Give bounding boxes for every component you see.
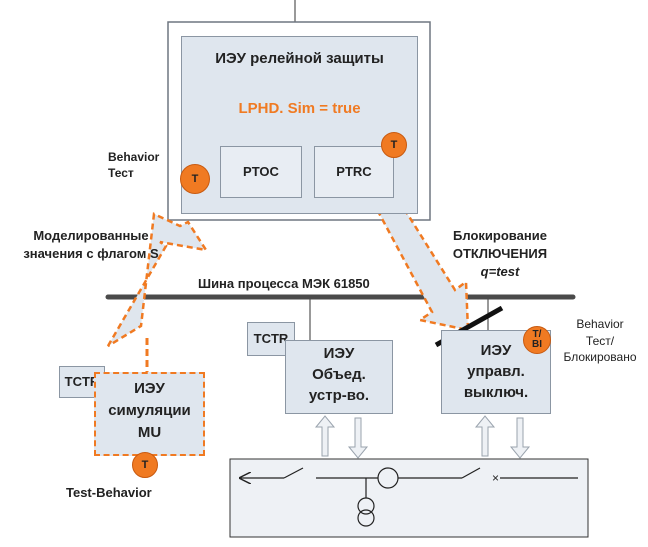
primary-equipment-box [229,458,589,538]
process-bus-label: Шина процесса МЭК 61850 [198,276,370,291]
ptoc-label: PTOC [243,164,279,179]
disconnector-switch [283,467,304,479]
breaker-up-arrow [474,415,496,457]
ptrc-box [314,146,394,198]
breaker-down-arrow [509,417,531,459]
breaker-cross-icon: × [492,471,499,485]
circuit-breaker-switch [461,467,481,479]
voltage-transformer-icon-bottom [357,509,375,527]
mu-up-arrow [314,415,336,457]
behavior-blocked-line1: Behavior [576,317,624,331]
mu-down-arrow [347,417,369,459]
behavior-label: Behavior [108,150,160,164]
sim-ied-line1: ИЭУ [134,380,165,397]
behavior-blocked-line3: Блокировано [563,350,637,364]
relay-ied-title: ИЭУ релейной защиты [215,50,384,67]
breaker-ied-line1: ИЭУ [480,342,512,359]
badge-line2: BI [532,339,542,350]
simulated-values-line2: значения с флагом S [23,246,159,261]
trip-blocking-line2: ОТКЛЮЧЕНИЯ [452,246,548,261]
test-behavior-label: Test-Behavior [66,485,152,500]
behavior-test-label: Тест [108,166,134,180]
merging-unit-ied-box [285,340,393,414]
behavior-blocked-line2: Тест/ [585,334,615,348]
breaker-ied-box [441,330,551,414]
lphd-sim-label: LPHD. Sim = true [238,100,361,117]
mu-ied-line1: ИЭУ [323,345,355,362]
sim-ied-line3: MU [137,424,162,441]
mu-ied-line2: Объед. [312,366,366,383]
sim-test-badge: T [132,452,158,478]
simulated-values-arrow [106,212,209,348]
simulation-ied-box [94,372,205,456]
sim-ied-line2: симуляции [108,402,191,419]
ptrc-test-badge: T [381,132,407,158]
ptoc-box [220,146,302,198]
relay-test-badge: T [180,164,210,194]
breaker-ied-line2: управл. [467,363,525,380]
voltage-transformer-icon-top [357,497,375,515]
trip-blocking-quality: q=test [480,264,520,279]
trip-blocking-line1: Блокирование [453,228,547,243]
ptrc-label: PTRC [336,164,372,179]
simulated-values-line1: Моделированные [33,228,149,243]
badge-line1: T/ [532,329,542,340]
breaker-test-blocked-badge: T/ BI [523,326,551,354]
mu-ied-line3: устр-во. [308,387,370,404]
sim-tctr-label: TCTR [64,374,100,389]
breaker-ied-line3: выключ. [463,384,529,401]
mu-tctr-label: TCTR [253,331,289,346]
